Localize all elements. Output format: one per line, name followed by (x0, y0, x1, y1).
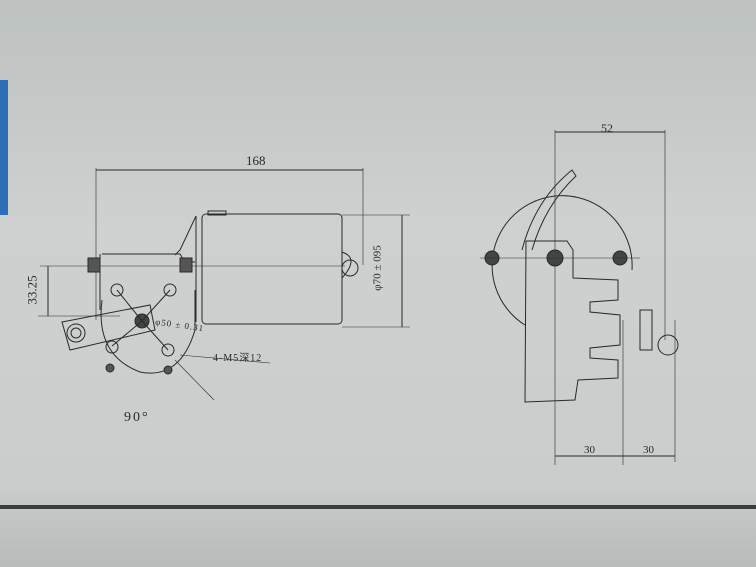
dim-width: 52 (601, 121, 613, 135)
blue-tab (0, 80, 8, 215)
page-edge (0, 505, 756, 509)
dim-left: 30 (584, 444, 595, 456)
end-view (480, 130, 679, 465)
side-view (38, 168, 410, 401)
dim-right: 30 (643, 444, 654, 456)
dim-diameter: φ70 ± 095 (371, 245, 384, 291)
angle-label: 90° (124, 410, 150, 425)
thread-note: 4-M5深12 (213, 353, 263, 364)
dim-height: 33.25 (24, 275, 40, 305)
dim-length: 168 (246, 153, 266, 168)
